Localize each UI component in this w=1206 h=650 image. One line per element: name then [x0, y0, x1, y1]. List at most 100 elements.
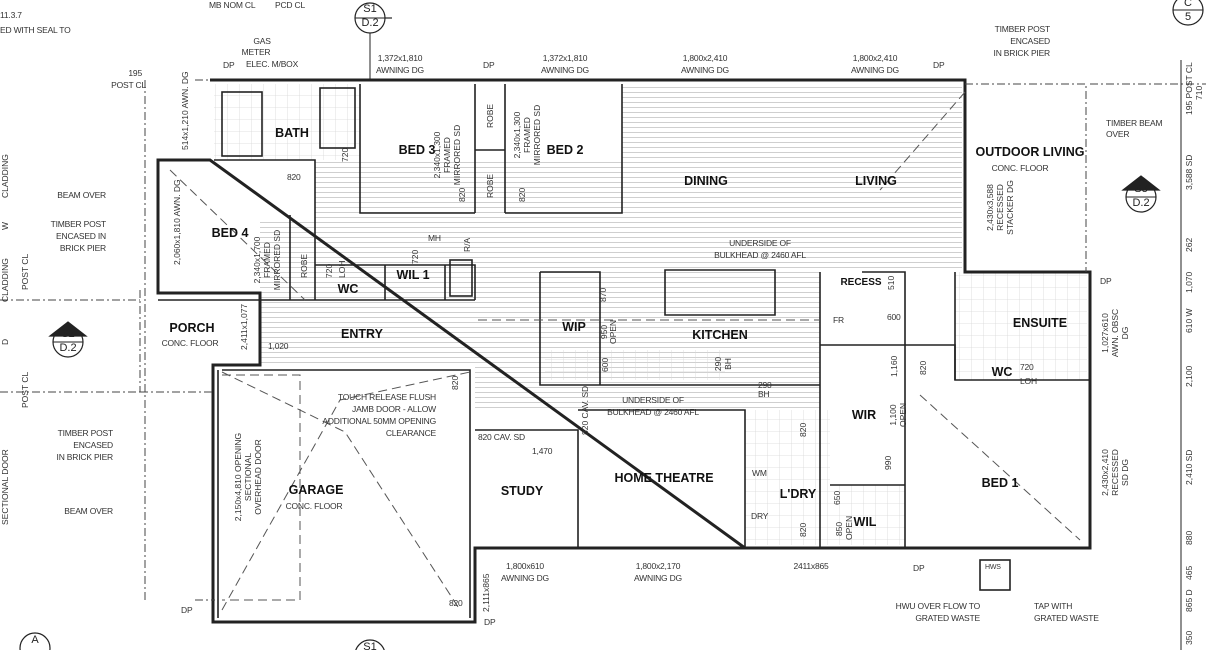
- door-width: 720: [324, 263, 334, 278]
- window-type: AWNING DG: [681, 65, 729, 75]
- dim-1100-open: 1,100 OPEN: [888, 402, 908, 428]
- door-width: 1,020: [268, 341, 289, 351]
- cavity-slider: 820 CAV. SD: [478, 432, 525, 442]
- room-wip: WIP: [562, 320, 586, 334]
- tile-floor: [214, 84, 1087, 545]
- elevation-marker-a[interactable]: A: [25, 633, 45, 647]
- right-dim: 2,410 SD: [1184, 449, 1194, 485]
- downpipe: DP: [1100, 276, 1112, 286]
- cavity-slider: 820 CAV. SD: [580, 385, 590, 435]
- dim-850-open: 850 OPEN: [834, 515, 854, 540]
- note-timber-post: IN BRICK PIER: [56, 452, 114, 462]
- door-width: 820: [287, 172, 301, 182]
- door-width: 820: [517, 187, 527, 202]
- room-recess: RECESS: [840, 277, 882, 288]
- window-type: AWNING DG: [851, 65, 899, 75]
- downpipe: DP: [483, 60, 495, 70]
- dim-650: 650: [832, 490, 842, 505]
- edge-label: CLADDING: [0, 154, 10, 198]
- outdoor-floor-note: CONC. FLOOR: [991, 163, 1049, 173]
- right-dim: 1,070: [1184, 271, 1194, 293]
- door-width: 720: [1020, 362, 1034, 372]
- note-elec: ELEC. M/BOX: [245, 59, 299, 69]
- section-markers: [19, 0, 1204, 650]
- door-width: 820: [457, 187, 467, 202]
- dim-600: 600: [887, 312, 901, 322]
- note-pcd: PCD CL: [275, 0, 305, 10]
- note-timber-post: IN BRICK PIER: [993, 48, 1051, 58]
- robe-label: ROBE: [299, 253, 309, 278]
- room-bed2: BED 2: [546, 143, 584, 157]
- right-dim: 3,588 SD: [1184, 154, 1194, 190]
- dim-1160: 1,160: [889, 355, 899, 377]
- right-dim: 195 POST CL: [1184, 62, 1194, 115]
- dim-1470: 1,470: [532, 446, 553, 456]
- tap-note: TAP WITH: [1034, 601, 1073, 611]
- room-porch: PORCH: [169, 321, 215, 335]
- note-mb: MB NOM CL: [209, 0, 256, 10]
- right-dim: 880: [1184, 530, 1194, 545]
- dim-870: 870: [598, 287, 608, 302]
- note-timber-post: TIMBER POST: [994, 24, 1051, 34]
- room-bed4: BED 4: [211, 226, 249, 240]
- jamb-door-note: TOUCH RELEASE FLUSH: [337, 392, 436, 402]
- hot-water-system: HWS: [985, 564, 1001, 571]
- lift-off-hinge: LOH: [337, 260, 347, 278]
- note-seal: ED WITH SEAL TO: [0, 25, 71, 35]
- fridge: FR: [833, 315, 844, 325]
- section-id: S2: [61, 328, 75, 340]
- downpipe: DP: [933, 60, 945, 70]
- hwu-note: HWU OVER FLOW TO: [895, 601, 981, 611]
- room-garage: GARAGE: [288, 483, 344, 497]
- dim-950-open: 950 OPEN: [599, 319, 618, 345]
- edge-label: SECTIONAL DOOR: [0, 449, 10, 525]
- room-wc: WC: [337, 282, 359, 296]
- right-dim: 610 W: [1184, 308, 1194, 333]
- door-width: 720: [410, 249, 420, 264]
- robe-door-bed2: 2,340x1,300 FRAMED MIRRORED SD: [512, 104, 542, 166]
- door-width: 720: [340, 147, 350, 162]
- room-study: STUDY: [500, 484, 544, 498]
- right-dim: 262: [1184, 237, 1194, 252]
- stacker-door: 2,430x3,588 RECESSED STACKER DG: [985, 180, 1015, 235]
- room-ensuite: ENSUITE: [1012, 316, 1068, 330]
- window-bed4: 2,060x1,810 AWN. DG: [172, 179, 182, 265]
- door-size: 2,111x865: [481, 573, 491, 612]
- window-type: AWNING DG: [376, 65, 424, 75]
- bed1-sliding-door: 2,430x2,410 RECESSED SD DG: [1100, 449, 1130, 496]
- sheet-ref: D.2: [1132, 197, 1150, 209]
- note-timber-beam: TIMBER BEAM: [1106, 118, 1163, 128]
- washing-machine: WM: [752, 468, 767, 478]
- dim-post-cl: POST CL: [111, 80, 146, 90]
- note-timber-post: ENCASED: [73, 440, 113, 450]
- garage-door-note: 2,150x4,810 OPENING SECTIONAL OVERHEAD D…: [233, 432, 263, 522]
- note-timber-beam: OVER: [1106, 129, 1130, 139]
- window-size: 1,372x1,810: [377, 53, 423, 63]
- window-size: 1,800x610: [506, 561, 544, 571]
- bulkhead-height: 290 BH: [713, 356, 733, 372]
- window-ensuite: 1,027x610 AWN. OBSC DG: [1100, 308, 1130, 358]
- room-living: LIVING: [855, 174, 897, 188]
- note-meter: METER: [241, 47, 271, 57]
- dim-600: 600: [600, 357, 610, 372]
- dim-post: 195: [128, 68, 142, 78]
- dim-post-cl: POST CL: [20, 371, 30, 408]
- room-dining: DINING: [684, 174, 728, 188]
- porch-door-size: 2,411x1,077: [239, 303, 249, 350]
- dryer: DRY: [751, 511, 769, 521]
- jamb-door-note: ADDITIONAL 50MM OPENING: [322, 416, 436, 426]
- window-size: 1,800x2,410: [682, 53, 728, 63]
- note-timber-post: TIMBER POST: [57, 428, 114, 438]
- note-clause: 11.3.7: [0, 10, 22, 20]
- window-bath: 514x1,210 AWN. DG: [180, 71, 190, 150]
- section-marker-s1-bottom[interactable]: S1: [360, 640, 380, 650]
- return-air: R/A: [462, 237, 472, 252]
- room-home-theatre: HOME THEATRE: [614, 471, 714, 485]
- downpipe: DP: [913, 563, 925, 573]
- door-width: 820: [798, 522, 808, 537]
